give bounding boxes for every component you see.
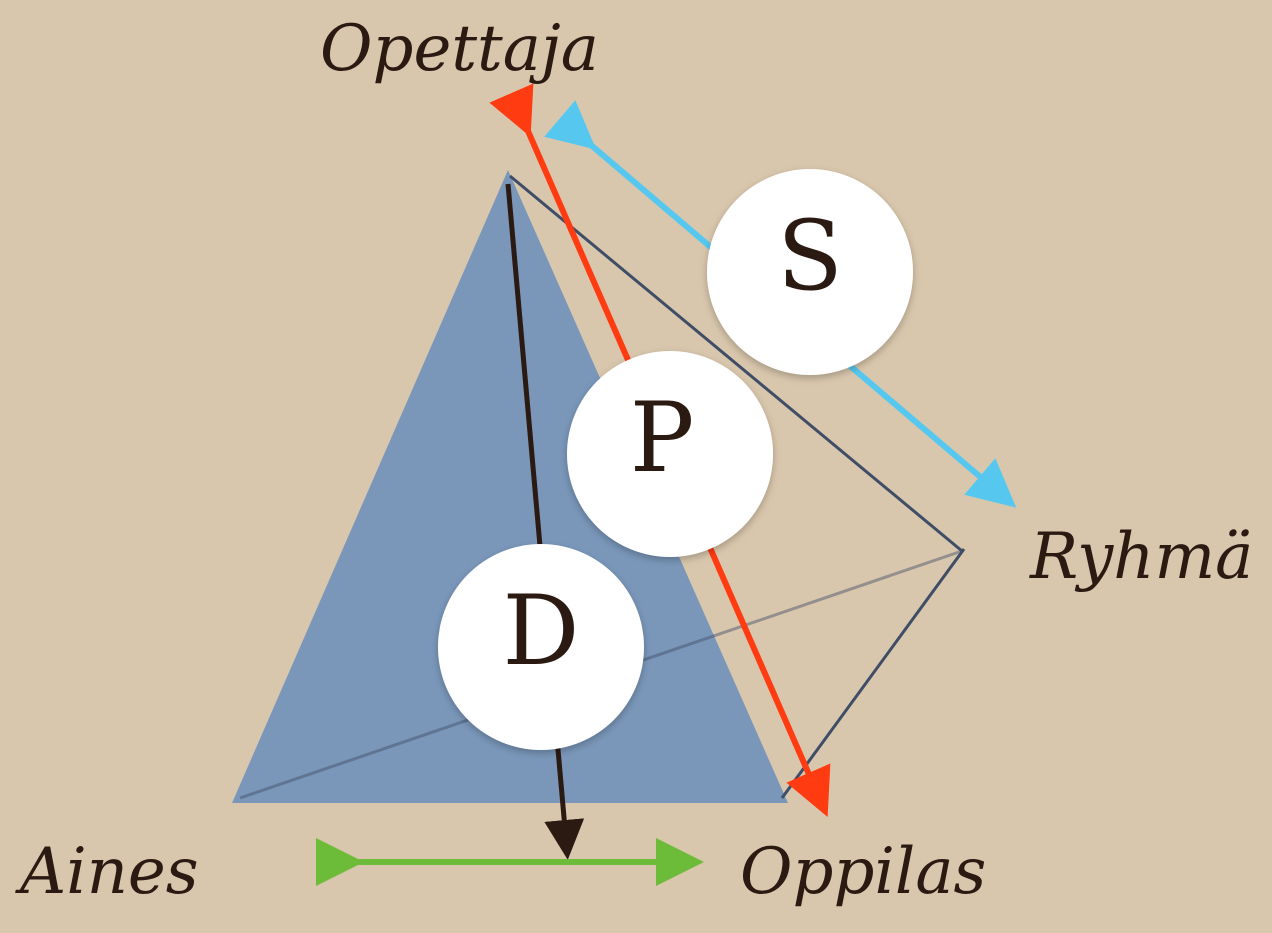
circle-d-letter: D xyxy=(503,575,580,687)
circle-p xyxy=(567,351,773,557)
label-opettaja: Opettaja xyxy=(320,12,599,86)
edge-oppilas-ryhma xyxy=(780,548,966,799)
circle-s-letter: S xyxy=(777,200,843,312)
circle-d xyxy=(438,544,644,750)
label-aines: Aines xyxy=(15,835,199,909)
circle-p-letter: P xyxy=(630,382,695,494)
label-ryhma: Ryhmä xyxy=(1029,520,1253,594)
circle-s xyxy=(707,169,913,375)
label-oppilas: Oppilas xyxy=(740,835,986,909)
